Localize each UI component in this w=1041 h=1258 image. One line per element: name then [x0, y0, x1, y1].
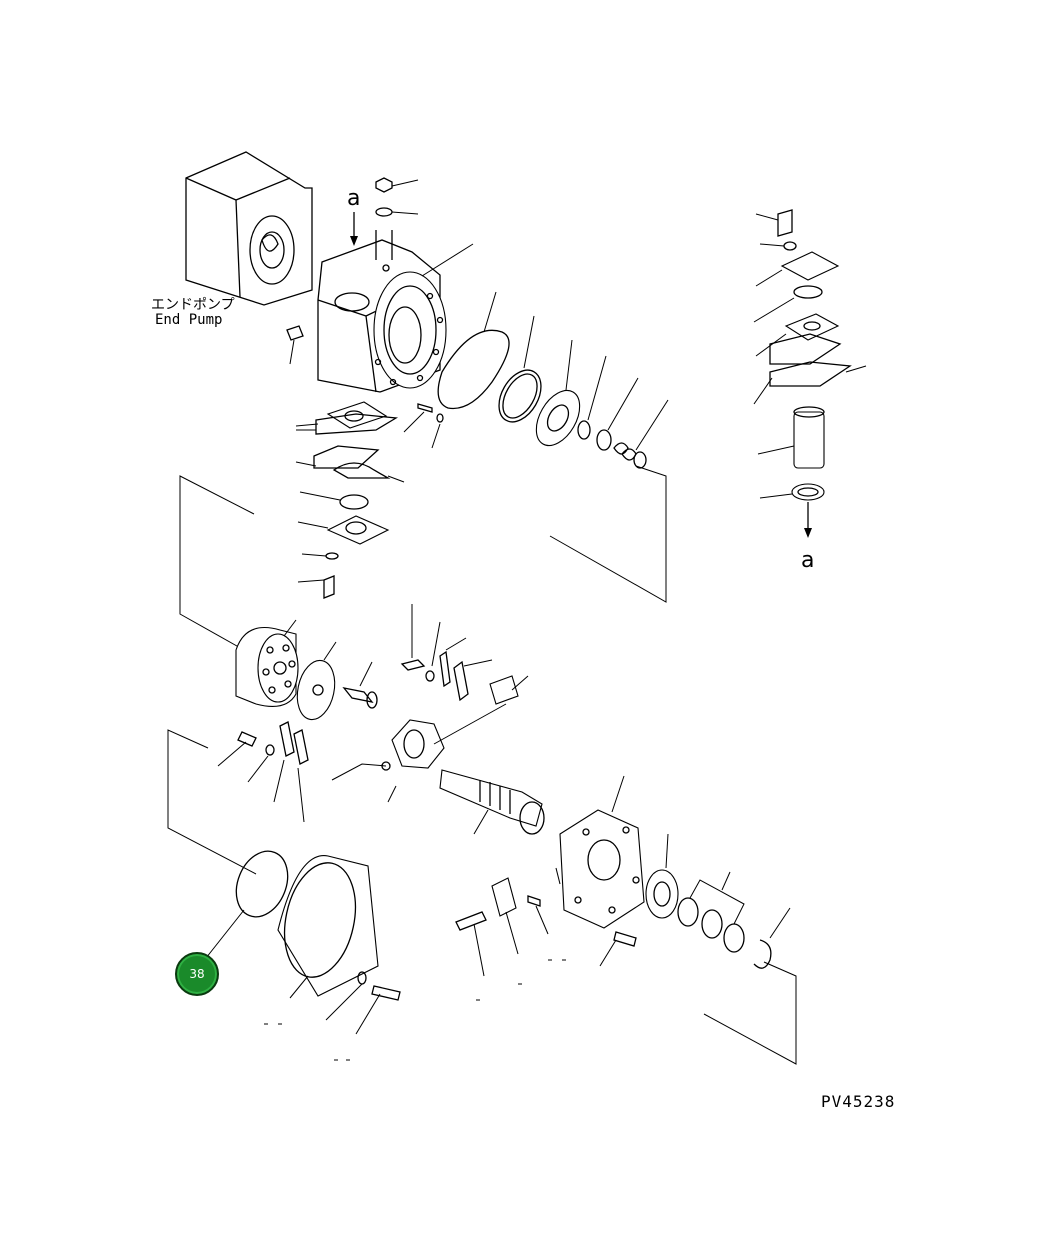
- cover-bolt: [355, 985, 401, 1035]
- end-pump-label-en: End Pump: [155, 312, 223, 328]
- gasket: [437, 291, 510, 410]
- servo-washer: [301, 552, 339, 560]
- pin-small: [403, 403, 444, 449]
- right-washer: [759, 241, 797, 251]
- shoe-lower-pair: [273, 721, 309, 823]
- part-hotspot-label: 38: [189, 967, 205, 981]
- valve-plate: [296, 641, 337, 721]
- group-bracket-lower: [167, 729, 257, 875]
- snap-rings-lower: [677, 871, 791, 969]
- cover-plate: [535, 339, 581, 447]
- reference-a-bottom: a: [801, 548, 815, 573]
- cylinder-block: [235, 619, 299, 707]
- block-key: [489, 675, 529, 705]
- right-plate: [755, 313, 840, 357]
- reference-a-top: a: [347, 186, 361, 211]
- servo-cover-upper: [295, 401, 388, 429]
- arrow-a-top: [350, 212, 358, 246]
- cover-oring: [205, 850, 289, 959]
- oring-large: [498, 315, 542, 423]
- washer-mid: [425, 621, 441, 682]
- drive-shaft: [439, 769, 545, 835]
- right-oring: [753, 285, 823, 323]
- drive-pin: [342, 661, 378, 709]
- servo-bolt: [297, 575, 335, 599]
- cover-washer: [325, 971, 367, 1021]
- pump-housing: [317, 239, 447, 393]
- right-sleeve: [757, 406, 825, 469]
- part-hotspot-38[interactable]: 38: [175, 952, 219, 996]
- bolt-lower-left: [217, 731, 257, 767]
- snap-rings-upper: [577, 355, 669, 469]
- top-plug: [375, 177, 474, 277]
- right-cover: [755, 251, 840, 287]
- side-plug: [286, 325, 304, 365]
- right-seal-ring: [759, 483, 825, 501]
- swash-plate: [331, 703, 507, 803]
- bearing: [645, 833, 679, 919]
- front-housing: [559, 775, 645, 929]
- bracket-front: [491, 877, 519, 955]
- group-bracket-mid: [549, 465, 667, 603]
- right-bolt: [755, 209, 793, 237]
- drawing-code: PV45238: [821, 1092, 896, 1111]
- servo-flange: [297, 515, 390, 545]
- servo-gasket-upper: [296, 413, 399, 435]
- shoe-pair: [439, 637, 493, 702]
- right-gasket-pair: [753, 333, 867, 405]
- bolt-front-left: [455, 911, 487, 977]
- end-pump-body: [185, 151, 313, 306]
- arrow-a-bottom: [804, 502, 812, 538]
- servo-oring: [299, 491, 369, 510]
- pin-front: [527, 867, 561, 935]
- group-bracket-left: [179, 475, 255, 651]
- end-pump-label-jp: エンドポンプ: [151, 297, 235, 313]
- end-cover: [277, 855, 379, 999]
- residual-ticks: [264, 959, 566, 1061]
- bolt-front-right: [599, 931, 637, 967]
- bolt-mid: [400, 604, 426, 671]
- servo-plate-pair: [295, 445, 405, 483]
- washer-lower-left: [247, 744, 275, 783]
- group-bracket-bottom-right: [703, 961, 797, 1065]
